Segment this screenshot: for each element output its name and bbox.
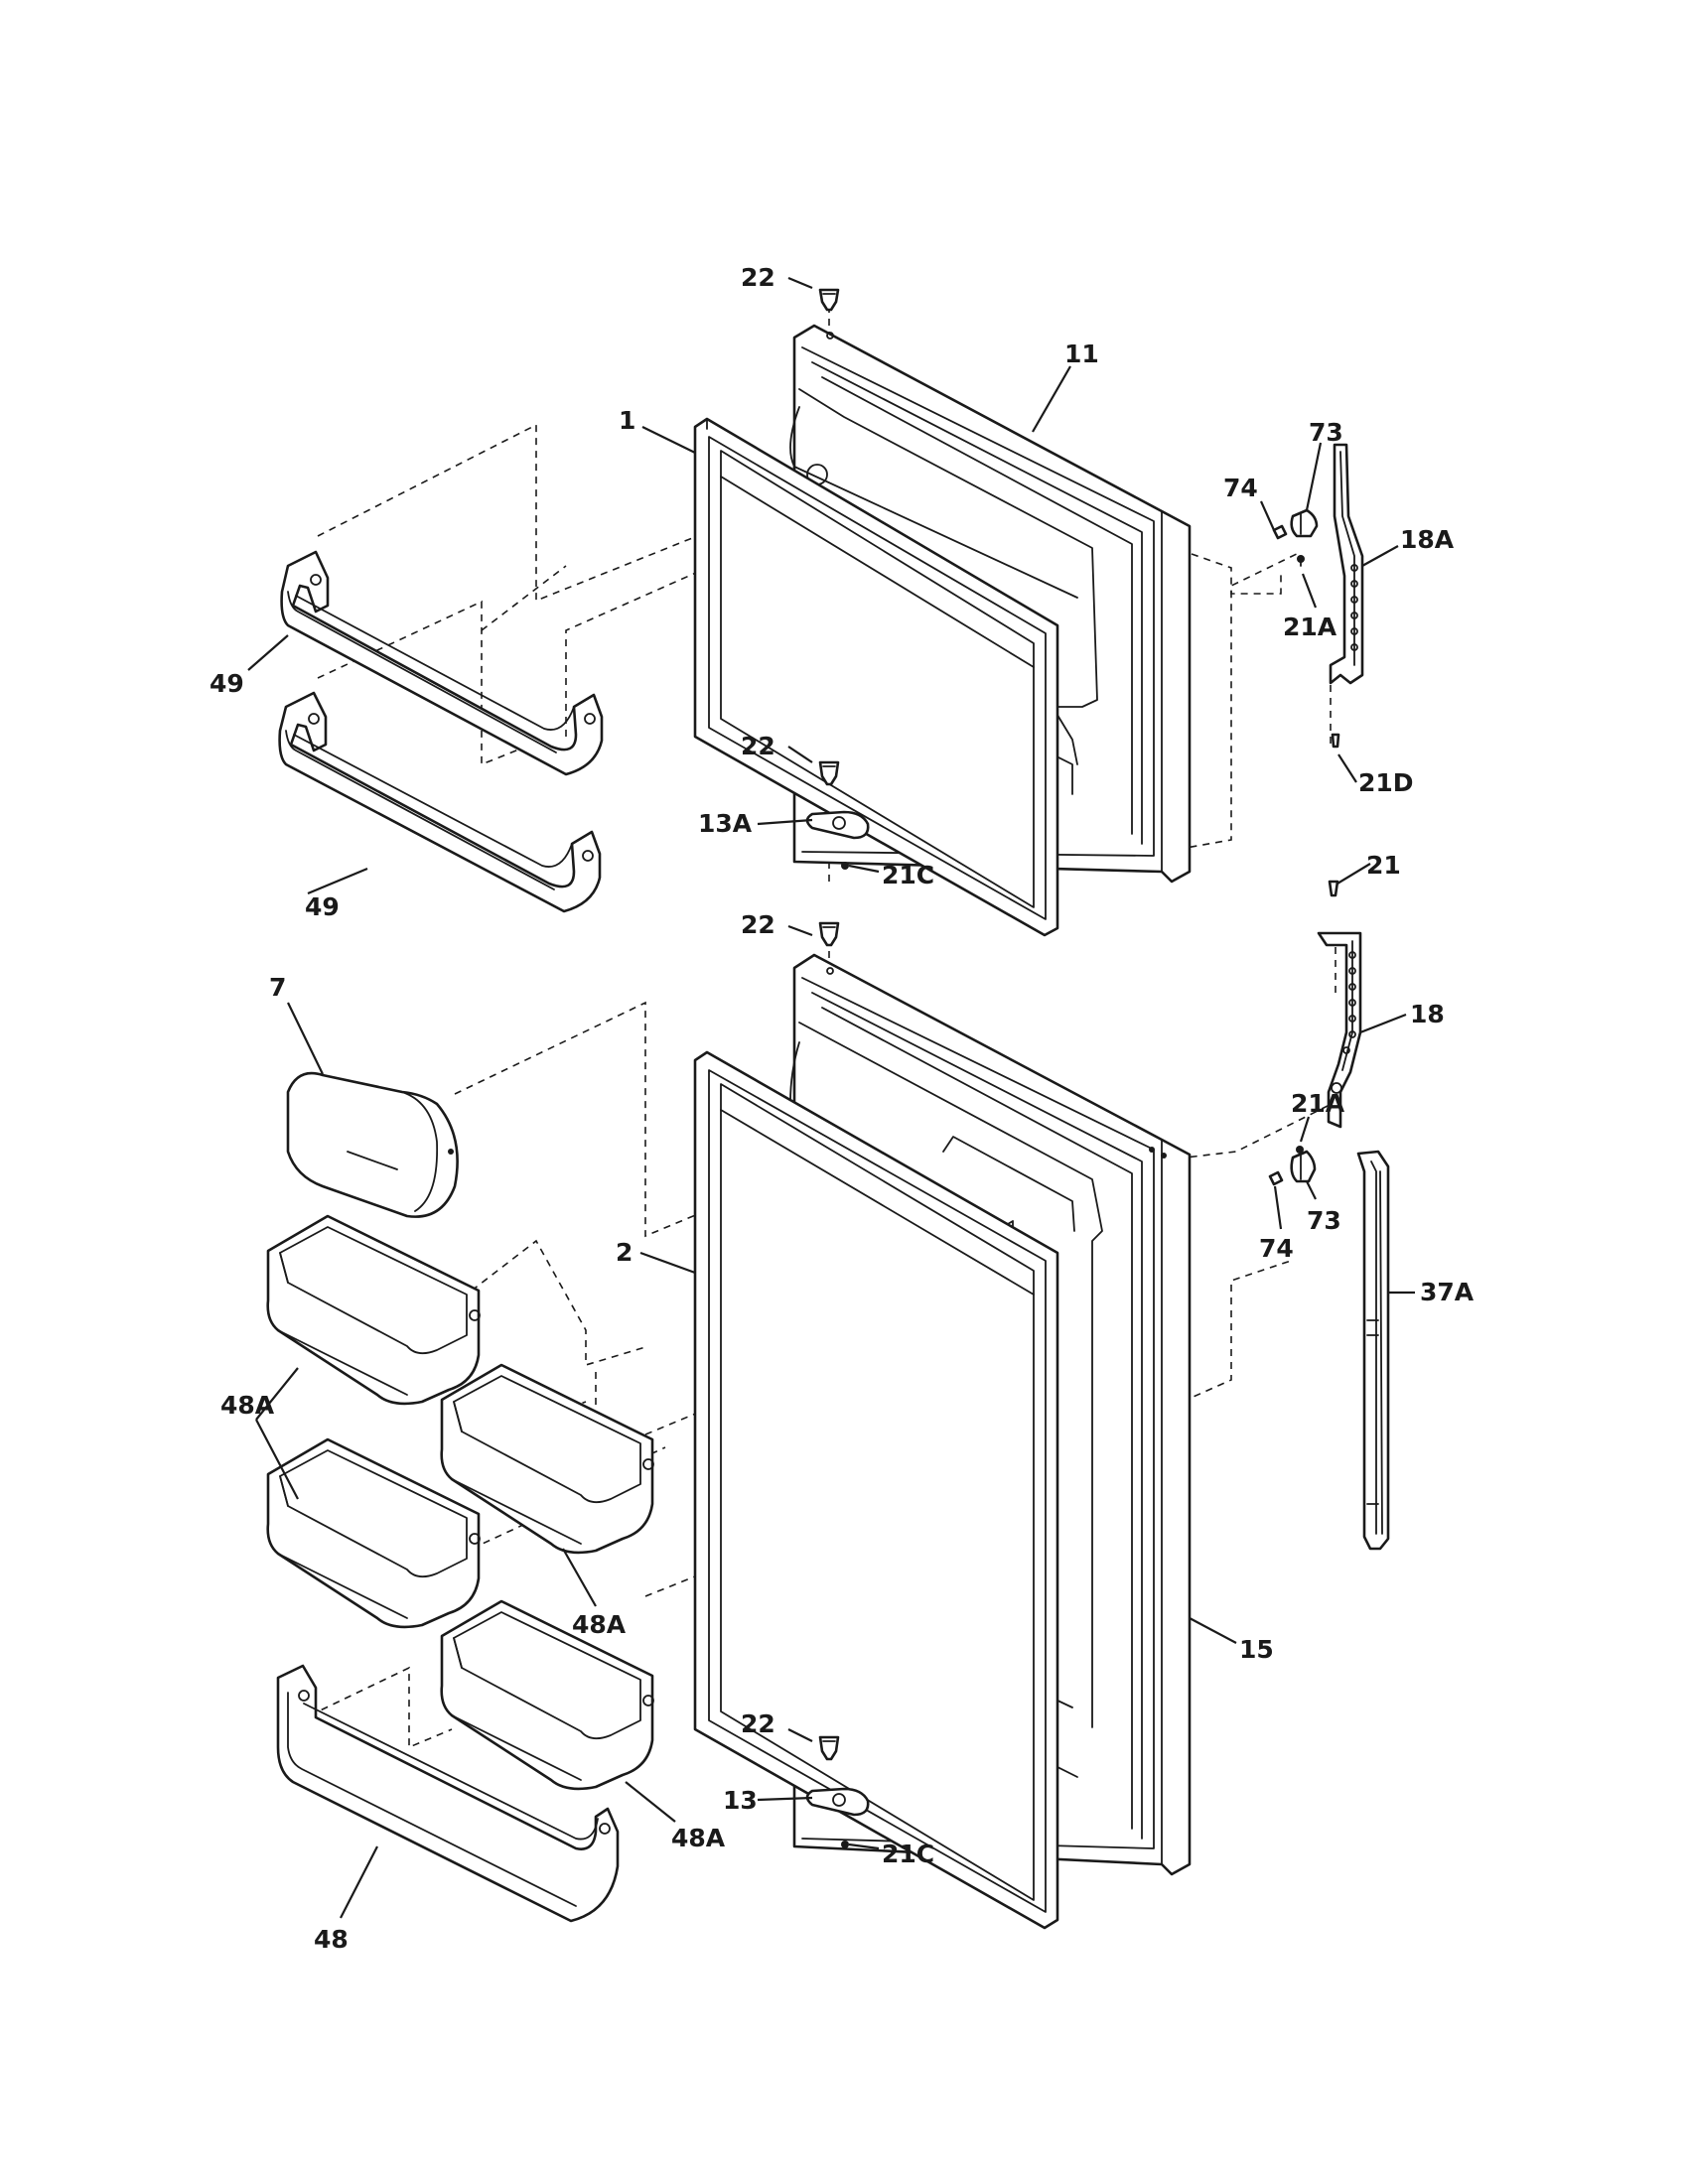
callout-18: 18 xyxy=(1410,1000,1445,1028)
hinge-pin-bushing xyxy=(818,1735,840,1761)
door-stop-73 xyxy=(1290,1150,1317,1183)
callout-73: 73 xyxy=(1307,1206,1341,1235)
door-bin-48a-middle xyxy=(440,1363,654,1555)
hinge-pin-bushing xyxy=(818,921,840,975)
callout-74: 74 xyxy=(1259,1234,1294,1263)
callout-22: 22 xyxy=(741,910,775,939)
door-bin-48a-lower-left xyxy=(266,1437,481,1629)
callout-21a: 21A xyxy=(1283,613,1337,641)
fresh-food-gasket-2 xyxy=(693,1050,1059,1930)
callout-73: 73 xyxy=(1309,418,1343,447)
hinge-pin-bushing xyxy=(818,288,840,340)
screw-21a xyxy=(1297,555,1305,567)
callout-21: 21 xyxy=(1366,851,1401,880)
door-stop-73 xyxy=(1290,508,1319,538)
callout-22: 22 xyxy=(741,1709,775,1738)
callout-2: 2 xyxy=(616,1238,633,1267)
screw-21a xyxy=(1296,1146,1304,1154)
door-shelf-49-lower xyxy=(278,691,602,913)
screw-21d xyxy=(1331,733,1340,749)
freezer-gasket-1 xyxy=(693,417,1059,937)
callout-21a: 21A xyxy=(1291,1089,1345,1118)
callout-37a: 37A xyxy=(1420,1278,1475,1306)
callout-labels: 22 11 1 73 74 18A 21A 49 49 22 13A 21C 2… xyxy=(210,263,1475,1954)
callout-48a: 48A xyxy=(572,1610,627,1639)
handle-holes xyxy=(1350,564,1358,651)
callout-74: 74 xyxy=(1223,474,1258,502)
dairy-door-7 xyxy=(286,1071,459,1218)
callout-13a: 13A xyxy=(698,809,753,838)
door-shelf-49-upper xyxy=(280,550,604,776)
door-bin-48a-upper-left xyxy=(266,1214,481,1406)
callout-48a: 48A xyxy=(220,1391,275,1420)
screw-74 xyxy=(1268,1170,1284,1186)
callout-11: 11 xyxy=(1064,340,1099,368)
callout-7: 7 xyxy=(269,973,286,1002)
callout-18a: 18A xyxy=(1400,525,1455,554)
callout-13: 13 xyxy=(723,1786,758,1815)
callout-1: 1 xyxy=(619,406,635,435)
callout-21c: 21C xyxy=(882,1840,934,1868)
screw-74 xyxy=(1272,524,1288,540)
hinge-pin-bushing xyxy=(818,760,840,786)
handle-18a xyxy=(1329,443,1364,685)
callout-49: 49 xyxy=(305,892,340,921)
leader-lines xyxy=(247,276,1415,1919)
callout-21d: 21D xyxy=(1358,768,1414,797)
callout-48: 48 xyxy=(314,1925,349,1954)
callout-22: 22 xyxy=(741,732,775,760)
handle-holes xyxy=(1342,951,1356,1054)
screw-21 xyxy=(1328,880,1339,897)
callout-15: 15 xyxy=(1239,1635,1274,1664)
callout-49: 49 xyxy=(210,669,244,698)
door-bin-48a-bottom xyxy=(440,1599,654,1791)
door-shelf-48 xyxy=(276,1664,620,1923)
callout-22: 22 xyxy=(741,263,775,292)
callout-21c: 21C xyxy=(882,861,934,889)
trim-37a xyxy=(1356,1150,1390,1551)
callout-48a: 48A xyxy=(671,1824,726,1852)
